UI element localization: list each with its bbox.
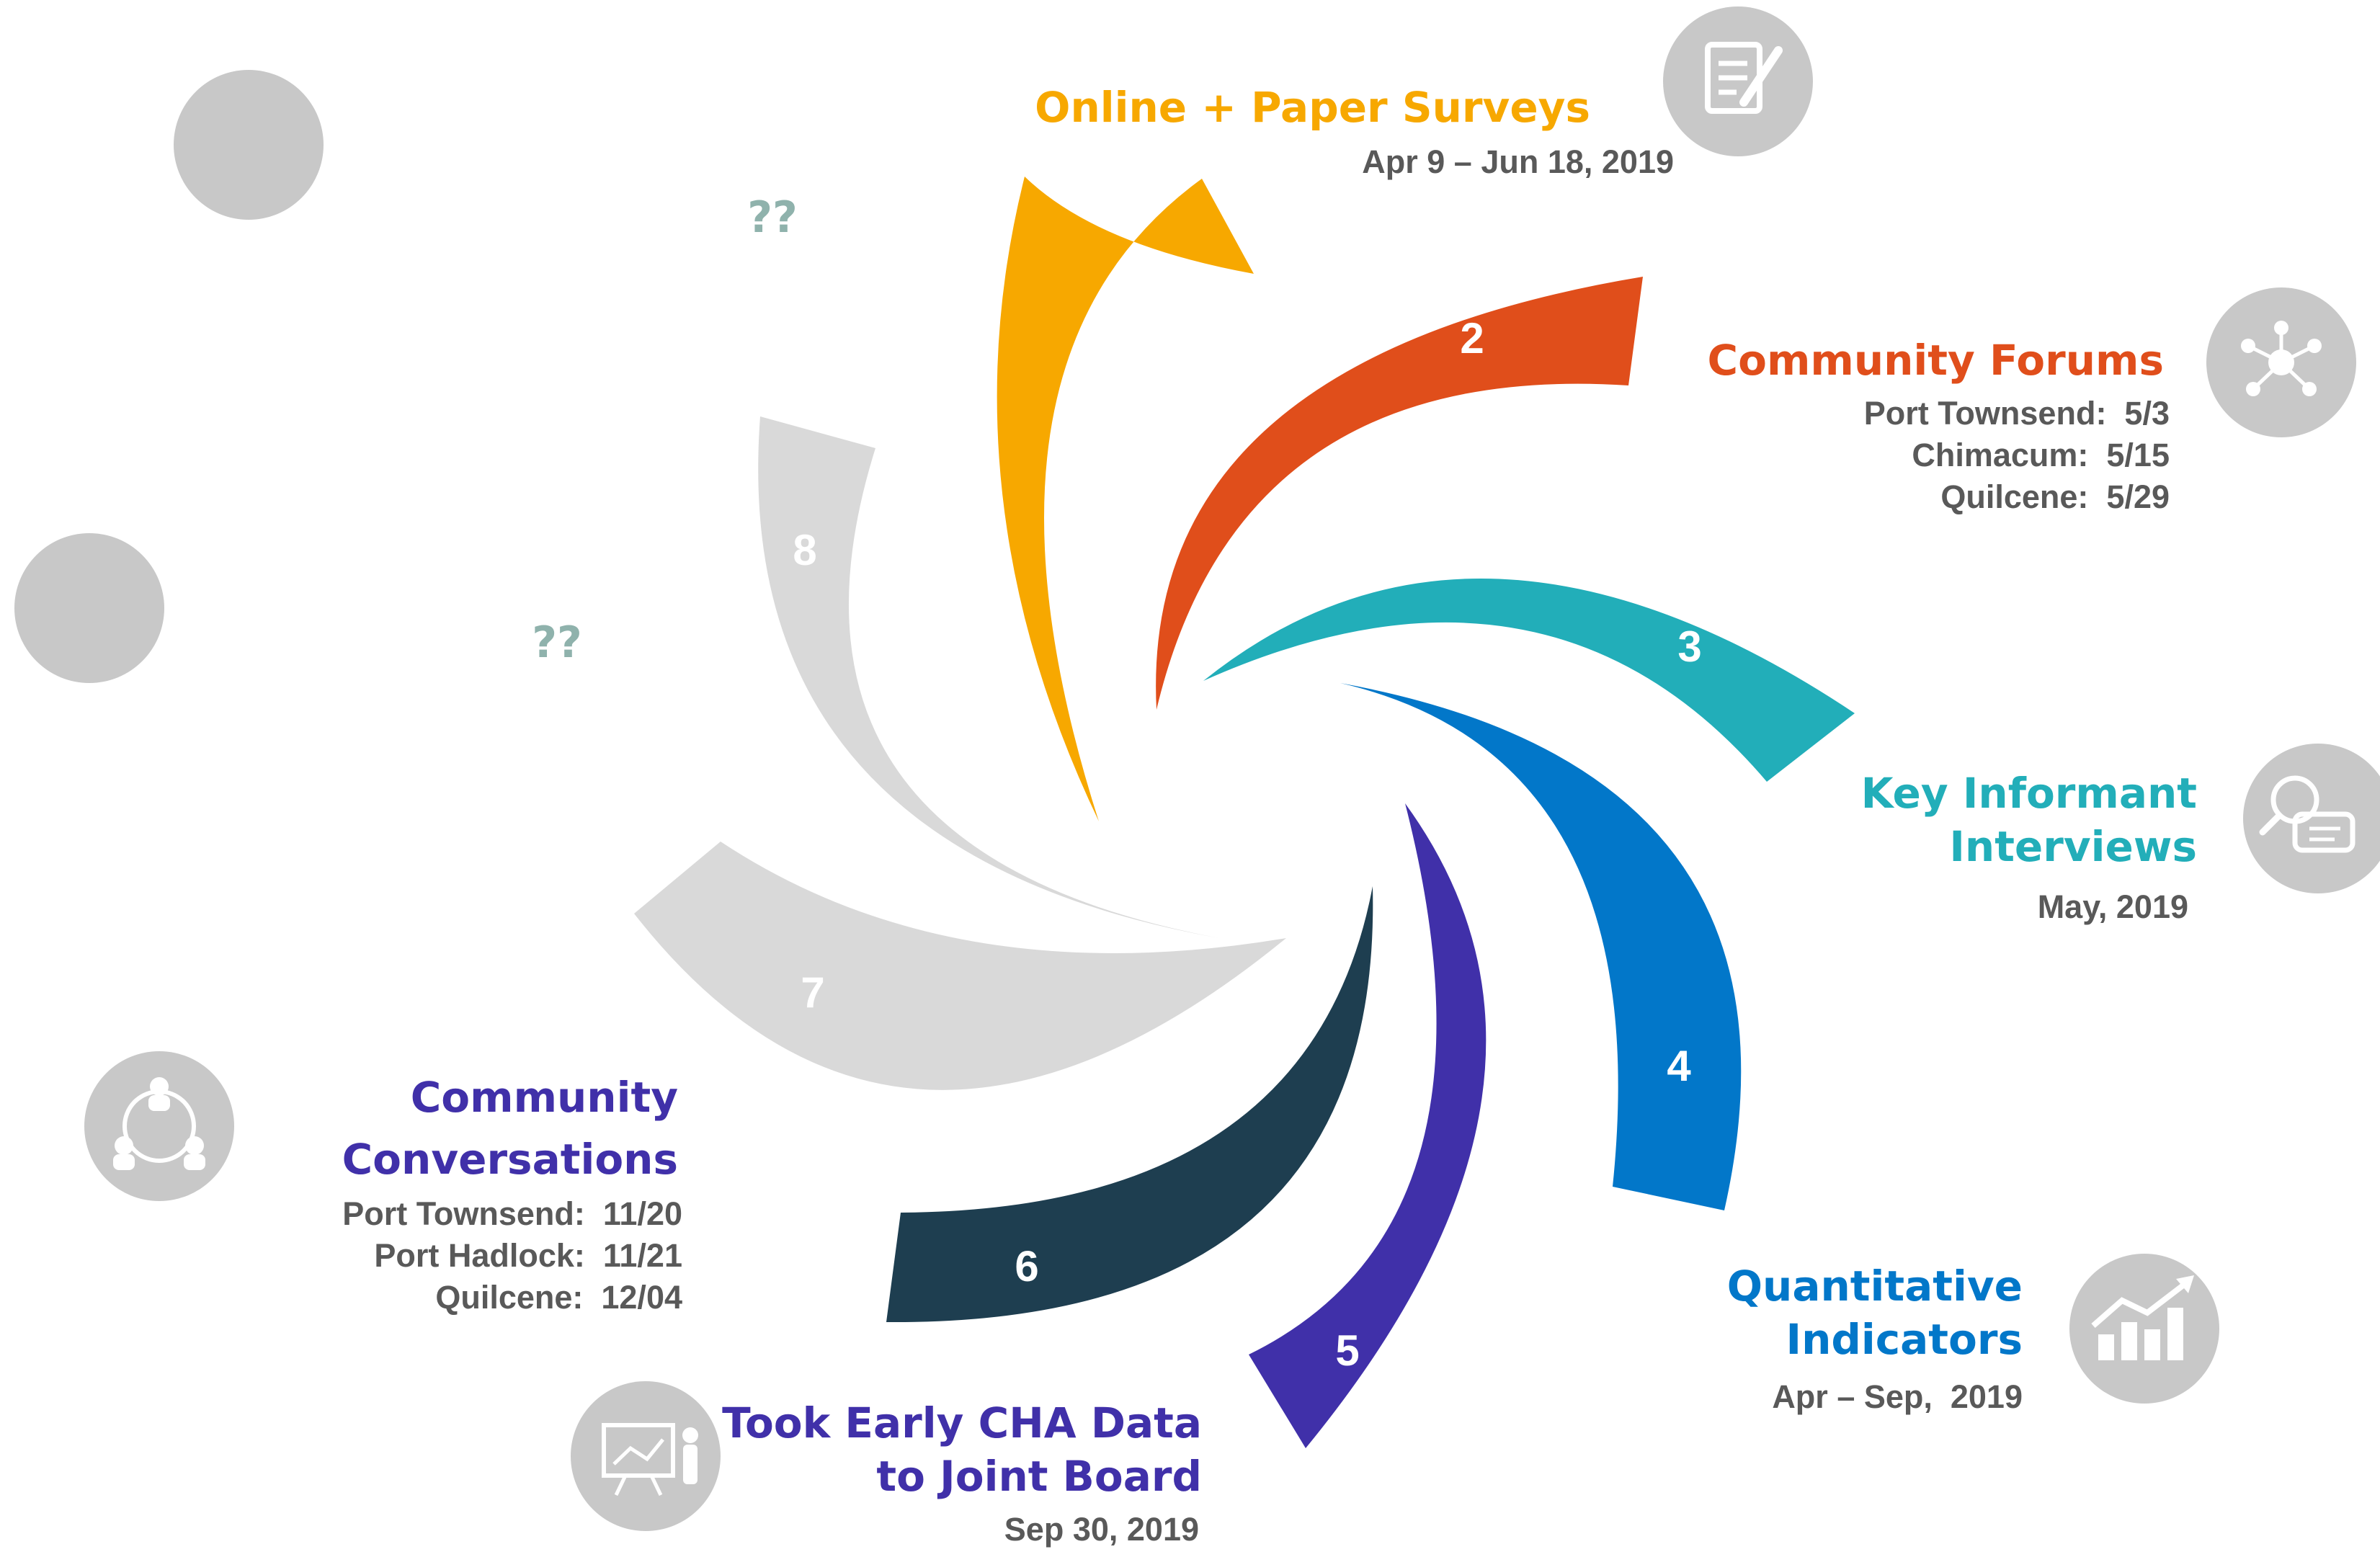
step-number-7: 7	[801, 968, 824, 1017]
step-2-detail-3: Quilcene: 5/29	[1940, 478, 2170, 515]
step-6-title-line-1: Community	[410, 1073, 678, 1122]
step-4-detail: Apr – Sep, 2019	[1772, 1378, 2023, 1415]
step-number-4: 4	[1667, 1042, 1691, 1090]
step-3-label: Key Informant Interviews May, 2019	[1861, 767, 2197, 928]
arm-3	[1203, 578, 1855, 782]
step-5-label: Took Early CHA Data to Joint Board Sep 3…	[722, 1396, 1202, 1551]
step-number-8: 8	[793, 526, 816, 574]
step-5-title-line-1: Took Early CHA Data	[722, 1398, 1202, 1447]
network-hub-icon	[2206, 287, 2356, 437]
step-number-1: 1	[1120, 280, 1144, 328]
arm-8	[758, 416, 1219, 938]
step-number-2: 2	[1460, 314, 1484, 362]
step-6-detail-1: Port Townsend: 11/20	[342, 1195, 682, 1232]
group-circle-icon	[84, 1051, 234, 1201]
step-6-title-line-2: Conversations	[342, 1135, 678, 1184]
placeholder-text-7: ??	[532, 617, 582, 668]
bar-chart-trend-icon	[2069, 1254, 2219, 1404]
step-1-label: Online + Paper Surveys Apr 9 – Jun 18, 2…	[1035, 81, 1674, 183]
step-4-title-line-1: Quantitative	[1726, 1262, 2023, 1311]
interview-chat-icon	[2243, 744, 2380, 893]
arm-7	[634, 842, 1286, 1090]
step-6-detail-2: Port Hadlock: 11/21	[374, 1237, 682, 1274]
step-number-3: 3	[1677, 623, 1701, 671]
step-3-title-line-2: Interviews	[1949, 822, 2197, 871]
step-2-detail-1: Port Townsend: 5/3	[1863, 395, 2170, 432]
step-4-title-line-2: Indicators	[1786, 1315, 2023, 1364]
step-1-title: Online + Paper Surveys	[1035, 83, 1590, 132]
step-6-detail-3: Quilcene: 12/04	[435, 1279, 682, 1316]
arm-1	[997, 177, 1254, 821]
presentation-board-icon	[571, 1381, 721, 1531]
arm-2	[1156, 277, 1643, 710]
step-3-title-line-1: Key Informant	[1860, 769, 2197, 818]
placeholder-text-8: ??	[747, 192, 798, 243]
arm-4	[1340, 683, 1742, 1210]
step-2-title: Community Forums	[1707, 336, 2164, 385]
step-5-title-line-2: to Joint Board	[876, 1452, 1202, 1501]
step-6-label: Community Conversations Port Townsend: 1…	[342, 1066, 682, 1319]
step-number-6: 6	[1015, 1242, 1038, 1290]
arm-6	[886, 886, 1373, 1323]
step-2-detail-2: Chimacum: 5/15	[1912, 437, 2170, 473]
blank-circle-icon	[174, 70, 324, 220]
step-2-label: Community Forums Port Townsend: 5/3 Chim…	[1708, 334, 2170, 518]
step-3-detail: May, 2019	[2037, 888, 2188, 925]
arm-5	[1249, 803, 1487, 1448]
step-4-label: Quantitative Indicators Apr – Sep, 2019	[1727, 1259, 2023, 1418]
step-5-detail: Sep 30, 2019	[1004, 1511, 1199, 1548]
step-1-detail: Apr 9 – Jun 18, 2019	[1362, 143, 1674, 180]
blank-circle-icon	[14, 533, 164, 683]
survey-checklist-icon	[1663, 6, 1813, 156]
step-number-5: 5	[1335, 1326, 1359, 1375]
